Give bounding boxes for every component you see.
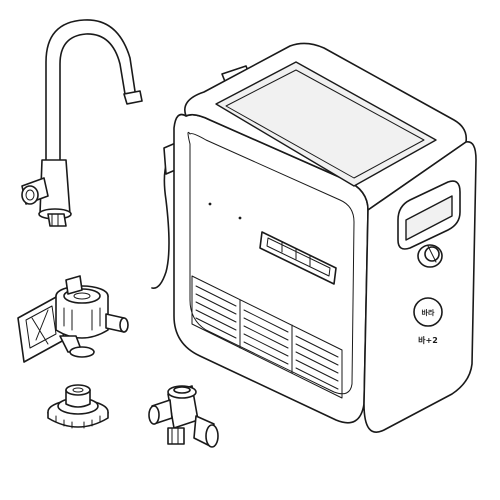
water-purifier-unit-icon: 바라 바+2 <box>151 42 477 433</box>
angle-valve-icon <box>148 385 219 448</box>
valve-cap-icon <box>47 384 109 429</box>
badge-caption: 바+2 <box>418 335 438 345</box>
side-badge: 바라 바+2 <box>413 297 443 345</box>
dispense-handle <box>259 231 337 285</box>
filter-bracket-icon <box>17 275 129 363</box>
top-panel <box>215 61 437 187</box>
side-knob <box>417 244 443 268</box>
side-display <box>397 180 461 250</box>
faucet-icon <box>21 19 143 227</box>
badge-label: 바라 <box>422 308 435 317</box>
vent-grille <box>191 275 343 399</box>
